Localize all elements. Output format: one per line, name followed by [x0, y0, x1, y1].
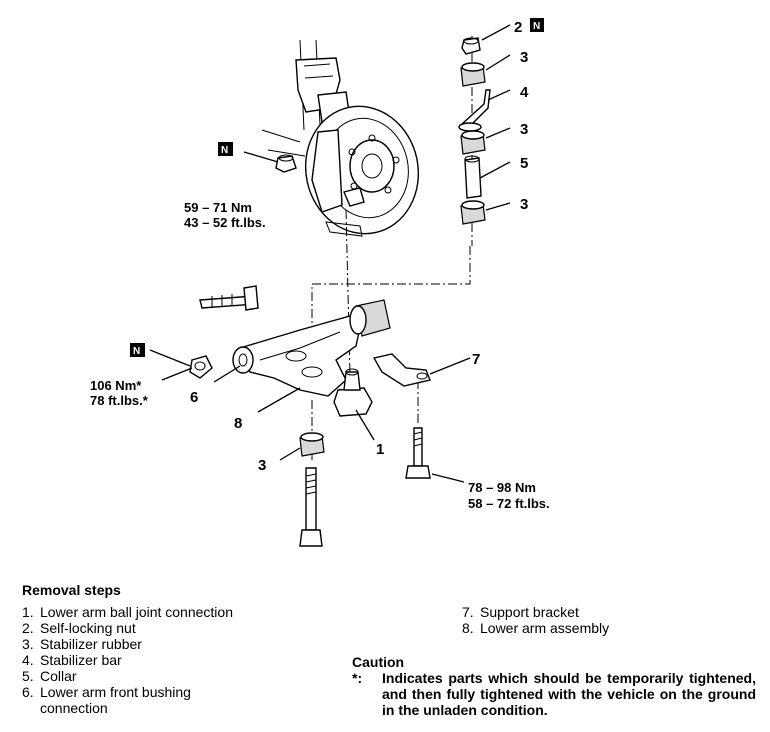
removal-step: 4.Stabilizer bar	[22, 652, 122, 668]
removal-step: 1.Lower arm ball joint connection	[22, 604, 233, 620]
torque-1-nm: 59 – 71 Nm	[184, 200, 252, 215]
removal-steps-list-left: 1.Lower arm ball joint connection 2.Self…	[22, 604, 342, 716]
torque-3-ftlbs: 58 – 72 ft.lbs.	[468, 496, 550, 511]
support-bracket-bolt	[405, 465, 431, 479]
self-locking-nut-upper-left	[275, 154, 297, 173]
torque-2-ftlbs: 78 ft.lbs.*	[90, 393, 149, 408]
n-mark-box-left	[218, 142, 233, 156]
collar	[464, 157, 482, 199]
ball-joint	[333, 387, 373, 417]
n-mark-top: N	[533, 21, 540, 32]
removal-step: 8.Lower arm assembly	[462, 620, 610, 636]
n-mark-lower: N	[133, 346, 140, 357]
torque-1-ftlbs: 43 – 52 ft.lbs.	[184, 215, 266, 230]
exploded-assembly-diagram: 2 N 3 4 3 5 3 N 59 – 71 Nm 43 – 52 ft.lb…	[90, 18, 550, 547]
support-bracket	[372, 353, 431, 387]
removal-step: 3.Stabilizer rubber	[22, 636, 142, 652]
caution-note: Caution *: Indicates parts which should …	[352, 654, 756, 718]
caution-title: Caution	[352, 654, 405, 670]
callout-8: 8	[234, 415, 242, 432]
removal-steps-right: 7.Support bracket 8.Lower arm assembly	[462, 604, 762, 636]
strut-hub-assembly	[261, 39, 420, 237]
callout-4: 4	[520, 84, 529, 101]
removal-steps-title: Removal steps	[22, 582, 121, 598]
removal-step: 7.Support bracket	[462, 604, 579, 620]
n-mark-box-top	[530, 18, 544, 32]
lower-bolt	[299, 529, 323, 547]
removal-step: 5.Collar	[22, 668, 77, 684]
stabilizer-link-stack	[458, 36, 491, 246]
removal-step: 2.Self-locking nut	[22, 620, 136, 636]
callout-3d: 3	[258, 457, 266, 474]
callout-3a: 3	[520, 49, 528, 66]
callout-5: 5	[520, 155, 528, 172]
n-mark-box-lower	[130, 343, 145, 357]
lower-arm-assembly	[199, 285, 391, 417]
n-mark-left: N	[221, 145, 228, 156]
callout-7: 7	[472, 351, 480, 368]
removal-step: 6.Lower arm front bushing connection	[22, 684, 191, 716]
callout-3b: 3	[520, 121, 528, 138]
callout-3c: 3	[520, 196, 528, 213]
caution-text: Indicates parts which should be temporar…	[382, 670, 756, 718]
callout-1: 1	[376, 441, 384, 458]
leader-lines	[149, 24, 511, 483]
lower-arm-bushing-nut	[189, 355, 213, 379]
lower-parts	[299, 427, 431, 547]
torque-3-nm: 78 – 98 Nm	[468, 480, 536, 495]
self-locking-nut-2	[461, 37, 481, 55]
callout-6: 6	[190, 389, 198, 406]
removal-steps-list-right: 7.Support bracket 8.Lower arm assembly	[462, 604, 762, 636]
removal-steps: Removal steps 1.Lower arm ball joint con…	[22, 582, 342, 716]
caution-marker: *:	[352, 670, 363, 686]
callout-2: 2	[514, 19, 522, 36]
torque-2-nm: 106 Nm*	[90, 378, 142, 393]
